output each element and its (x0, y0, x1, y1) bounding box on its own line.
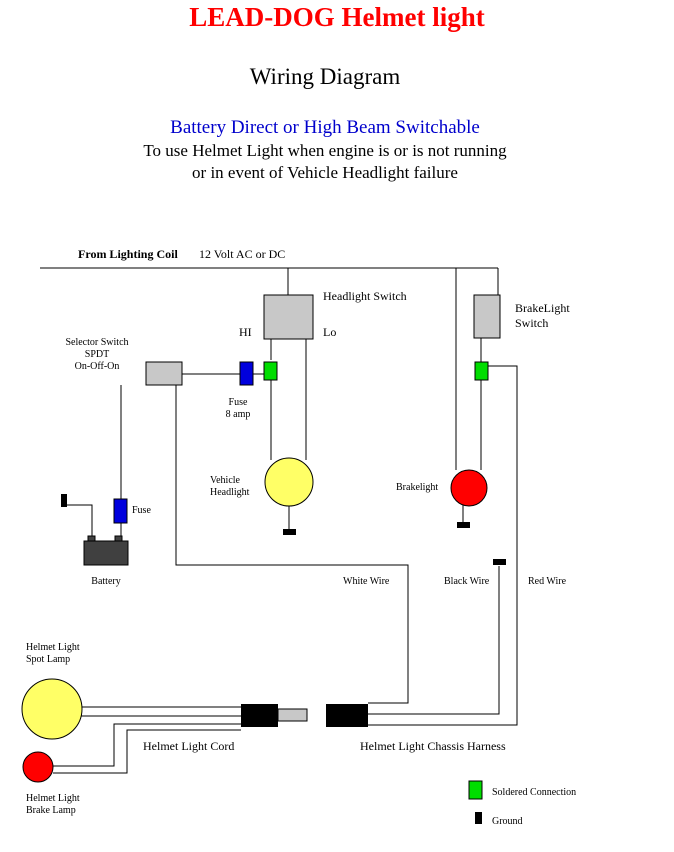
red-wire (368, 365, 518, 726)
vehicle-headlight (264, 457, 314, 507)
battery-ground (61, 494, 67, 507)
label-spot-lamp-1: Helmet Light (26, 642, 80, 653)
helmet-cord-plug (277, 708, 308, 722)
label-hi: HI (239, 325, 252, 339)
black-wire-ground (493, 559, 506, 565)
cord-wire-4 (53, 729, 241, 774)
label-battery: Battery (91, 576, 120, 587)
label-vehicle-headlight-1: Vehicle (210, 475, 241, 486)
label-fuse-2: 8 amp (226, 409, 251, 420)
brakelight-ground (457, 522, 470, 528)
label-white-wire: White Wire (343, 576, 390, 587)
label-helmet-light-cord: Helmet Light Cord (143, 739, 234, 753)
fuse-8amp (239, 361, 254, 386)
brakelight-switch (473, 294, 501, 339)
description-line-1: To use Helmet Light when engine is or is… (143, 141, 507, 160)
battery (83, 540, 129, 566)
legend-ground-label: Ground (492, 816, 523, 827)
headlight-ground (283, 529, 296, 535)
helmet-cord-connector (241, 704, 278, 727)
label-from-lighting-coil: From Lighting Coil (78, 247, 178, 261)
white-wire (175, 385, 409, 704)
legend-soldered-label: Soldered Connection (492, 787, 576, 798)
black-wire (368, 566, 500, 715)
legend-soldered-swatch (468, 780, 483, 800)
battery-ground-wire (64, 504, 93, 541)
helmet-brake-lamp (22, 751, 54, 783)
soldered-connection-headlight (263, 361, 278, 381)
description-line-2: or in event of Vehicle Headlight failure (192, 163, 458, 182)
legend-ground-swatch (475, 812, 482, 824)
label-black-wire: Black Wire (444, 576, 490, 587)
diagram-subtitle: Wiring Diagram (249, 64, 401, 89)
label-battery-fuse: Fuse (132, 505, 151, 516)
label-fuse-1: Fuse (229, 397, 248, 408)
battery-terminal-right (114, 535, 123, 542)
label-red-wire: Red Wire (528, 576, 567, 587)
label-vehicle-headlight-2: Headlight (210, 487, 250, 498)
battery-terminal-left (87, 535, 96, 542)
soldered-connection-brake (474, 361, 489, 381)
label-brakelight-switch-2: Switch (515, 316, 548, 330)
label-coil-voltage: 12 Volt AC or DC (199, 247, 285, 261)
cord-wire-3 (53, 723, 241, 767)
label-brake-lamp-2: Brake Lamp (26, 805, 76, 816)
label-lo: Lo (323, 325, 336, 339)
battery-fuse (113, 498, 128, 524)
label-spot-lamp-2: Spot Lamp (26, 654, 70, 665)
headlight-switch (263, 294, 314, 340)
diagram-heading: Battery Direct or High Beam Switchable (170, 117, 480, 138)
page-title: LEAD-DOG Helmet light (189, 2, 485, 32)
chassis-harness-connector (326, 704, 368, 727)
label-selector-switch-2: SPDT (85, 349, 109, 360)
selector-switch (145, 361, 183, 386)
helmet-spot-lamp (21, 678, 83, 740)
label-selector-switch-3: On-Off-On (75, 361, 120, 372)
label-brakelight-switch-1: BrakeLight (515, 301, 570, 315)
label-brakelight: Brakelight (396, 482, 438, 493)
label-headlight-switch: Headlight Switch (323, 289, 407, 303)
label-chassis-harness: Helmet Light Chassis Harness (360, 739, 506, 753)
label-selector-switch-1: Selector Switch (65, 337, 128, 348)
vehicle-brakelight (450, 469, 488, 507)
label-brake-lamp-1: Helmet Light (26, 793, 80, 804)
